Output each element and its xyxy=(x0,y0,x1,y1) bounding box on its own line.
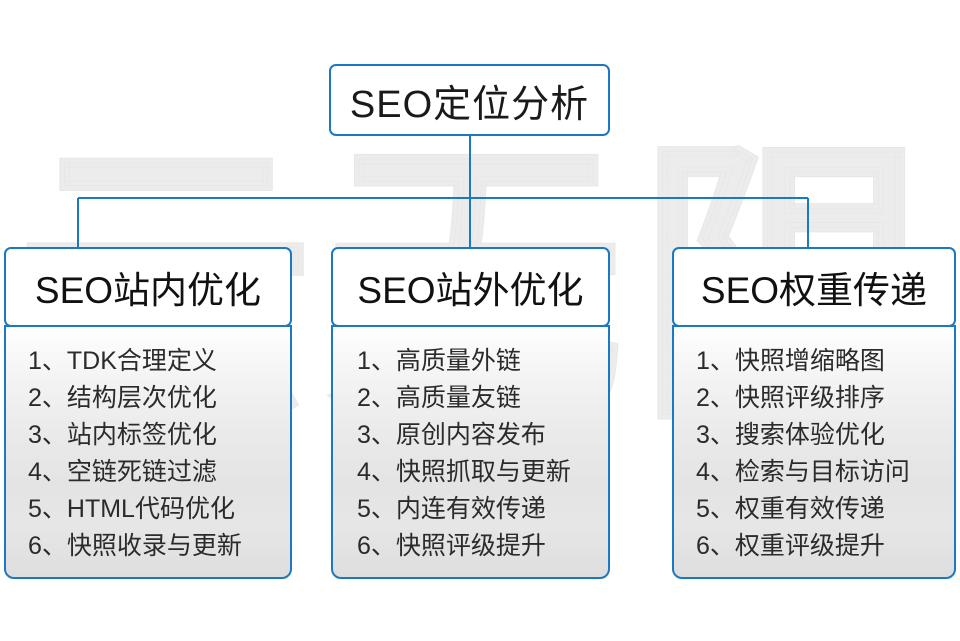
list-item: 3、搜索体验优化 xyxy=(696,421,885,449)
list-item: 3、站内标签优化 xyxy=(28,421,217,449)
branch-header-1-label: SEO站内优化 xyxy=(34,270,262,311)
list-item: 5、内连有效传递 xyxy=(357,495,546,523)
branch-column-3: SEO权重传递 1、快照增缩略图 2、快照评级排序 3、搜索体验优化 4、检索与… xyxy=(672,247,956,579)
branch-body-3: 1、快照增缩略图 2、快照评级排序 3、搜索体验优化 4、检索与目标访问 5、权… xyxy=(672,325,956,579)
branch-header-3-label: SEO权重传递 xyxy=(700,270,928,311)
branch-column-1: SEO站内优化 1、TDK合理定义 2、结构层次优化 3、站内标签优化 4、空链… xyxy=(4,247,292,579)
list-item: 1、高质量外链 xyxy=(357,347,521,375)
list-item: 1、TDK合理定义 xyxy=(28,347,217,375)
branch-column-2: SEO站外优化 1、高质量外链 2、高质量友链 3、原创内容发布 4、快照抓取与… xyxy=(331,247,610,579)
list-item: 2、结构层次优化 xyxy=(28,384,217,412)
list-item: 2、高质量友链 xyxy=(357,384,521,412)
list-item: 3、原创内容发布 xyxy=(357,421,546,449)
list-item: 4、快照抓取与更新 xyxy=(357,458,571,486)
branch-header-2[interactable]: SEO站外优化 xyxy=(331,247,610,327)
list-item: 2、快照评级排序 xyxy=(696,384,885,412)
list-item: 5、权重有效传递 xyxy=(696,495,885,523)
list-item: 6、快照评级提升 xyxy=(357,532,546,560)
root-node-label: SEO定位分析 xyxy=(349,83,590,126)
root-node[interactable]: SEO定位分析 xyxy=(329,64,610,136)
list-item: 6、权重评级提升 xyxy=(696,532,885,560)
branch-header-2-label: SEO站外优化 xyxy=(357,270,584,311)
branch-item-list-1: 1、TDK合理定义 2、结构层次优化 3、站内标签优化 4、空链死链过滤 5、H… xyxy=(6,343,290,565)
list-item: 5、HTML代码优化 xyxy=(28,495,235,523)
list-item: 4、检索与目标访问 xyxy=(696,458,910,486)
branch-item-list-2: 1、高质量外链 2、高质量友链 3、原创内容发布 4、快照抓取与更新 5、内连有… xyxy=(333,343,608,565)
branch-body-2: 1、高质量外链 2、高质量友链 3、原创内容发布 4、快照抓取与更新 5、内连有… xyxy=(331,325,610,579)
list-item: 1、快照增缩略图 xyxy=(696,347,885,375)
list-item: 6、快照收录与更新 xyxy=(28,532,242,560)
branch-header-1[interactable]: SEO站内优化 xyxy=(4,247,292,327)
branch-header-3[interactable]: SEO权重传递 xyxy=(672,247,956,327)
list-item: 4、空链死链过滤 xyxy=(28,458,217,486)
branch-body-1: 1、TDK合理定义 2、结构层次优化 3、站内标签优化 4、空链死链过滤 5、H… xyxy=(4,325,292,579)
branch-item-list-3: 1、快照增缩略图 2、快照评级排序 3、搜索体验优化 4、检索与目标访问 5、权… xyxy=(674,343,954,565)
